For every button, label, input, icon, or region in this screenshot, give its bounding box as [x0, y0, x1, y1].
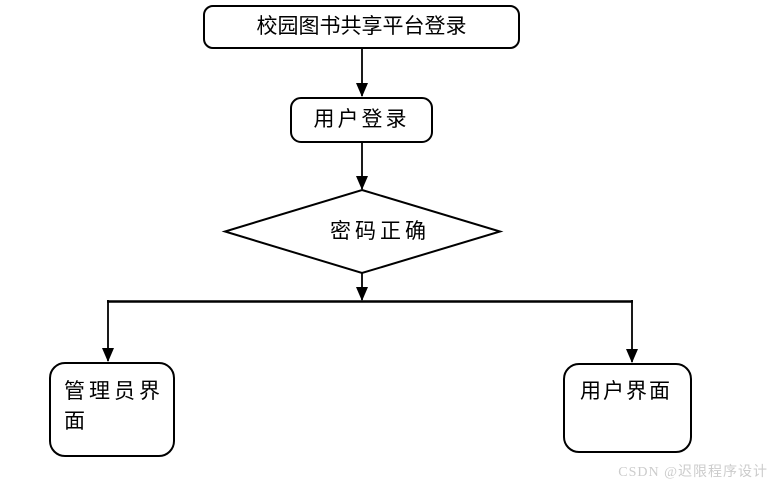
node-decision-label: 密码正确	[330, 219, 430, 243]
node-start-label: 校园图书共享平台登录	[256, 14, 467, 39]
node-user: 用户界面	[563, 363, 692, 453]
node-admin: 管理员界面	[49, 362, 175, 457]
watermark-text: CSDN @迟限程序设计	[618, 465, 768, 480]
node-login: 用户登录	[290, 97, 433, 143]
node-user-label: 用户界面	[580, 379, 672, 403]
node-admin-label: 管理员界面	[64, 379, 164, 433]
node-start: 校园图书共享平台登录	[203, 5, 520, 49]
node-login-label: 用户登录	[313, 107, 410, 132]
